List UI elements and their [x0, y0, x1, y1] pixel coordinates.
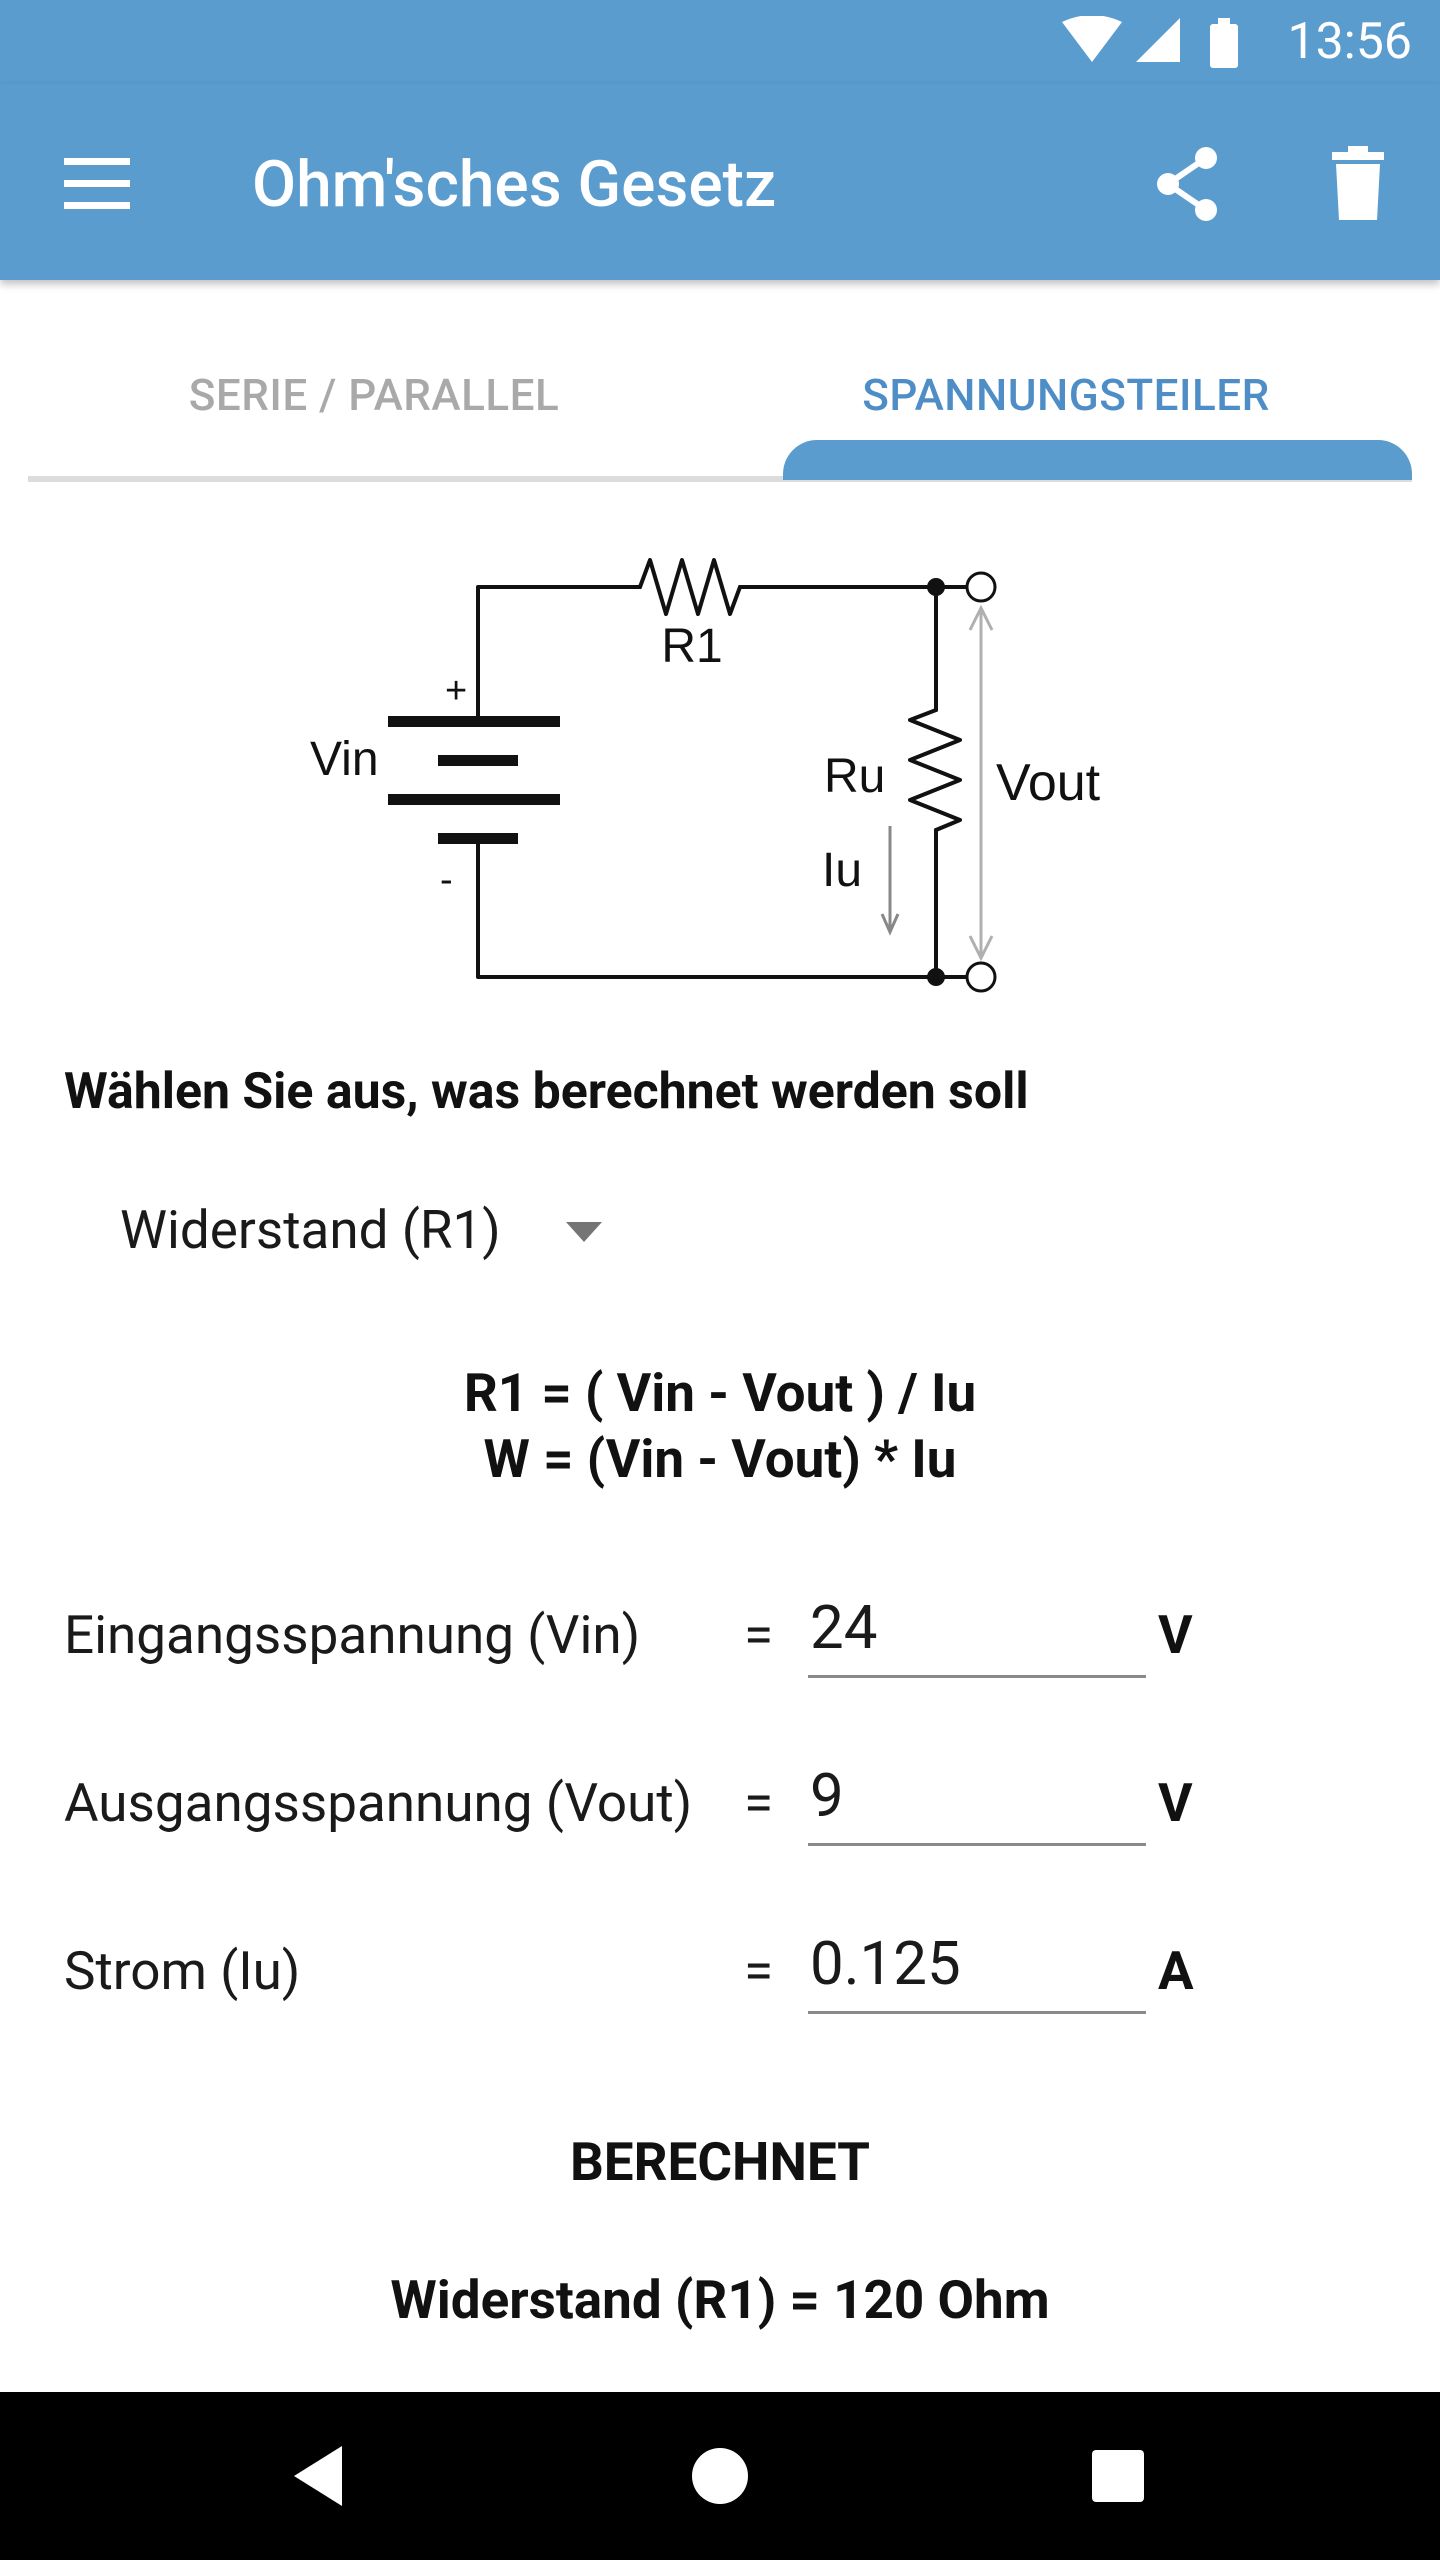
result-text: Widerstand (R1) = 120 Ohm	[390, 2269, 1050, 2331]
app-bar: Ohm'sches Gesetz	[0, 84, 1440, 280]
calculate-button[interactable]: BERECHNET	[569, 2131, 871, 2193]
status-icons	[1062, 16, 1238, 68]
field-row-iu: Strom (Iu) = A	[64, 1916, 1384, 2026]
calculation-select[interactable]: Widerstand (R1)	[120, 1199, 501, 1261]
vout-input[interactable]	[808, 1756, 1146, 1846]
label-iu: Iu	[822, 844, 862, 897]
battery-plate	[388, 716, 560, 727]
formula-w: W = (Vin - Vout) * Iu	[483, 1428, 957, 1490]
terminal-bottom	[965, 961, 997, 993]
tab-bar: SERIE / PARALLEL SPANNUNGSTEILER	[28, 330, 1412, 482]
tab-spannungsteiler[interactable]: SPANNUNGSTEILER	[862, 369, 1270, 421]
menu-icon[interactable]	[52, 144, 142, 224]
trash-icon[interactable]	[1316, 142, 1400, 226]
home-icon[interactable]	[680, 2436, 760, 2516]
field-label: Strom (Iu)	[64, 1940, 301, 2002]
label-ru: Ru	[824, 750, 885, 803]
system-nav-bar	[0, 2392, 1440, 2560]
field-label: Ausgangsspannung (Vout)	[64, 1772, 693, 1834]
back-icon[interactable]	[282, 2436, 362, 2516]
share-icon[interactable]	[1146, 142, 1230, 226]
battery-plate	[438, 755, 518, 766]
junction-dot	[927, 578, 945, 596]
equals-sign: =	[744, 1772, 774, 1834]
wifi-icon	[1062, 16, 1122, 62]
terminal-top	[965, 571, 997, 603]
field-row-vin: Eingangsspannung (Vin) = V	[64, 1580, 1384, 1690]
battery-icon	[1210, 18, 1238, 68]
voltage-divider-circuit: R1 Vin + - Ru Iu Vout	[310, 558, 1101, 993]
label-r1: R1	[661, 620, 722, 673]
formula-r1: R1 = ( Vin - Vout ) / Iu	[463, 1362, 977, 1424]
cell-signal-icon	[1136, 18, 1180, 62]
tab-divider	[28, 476, 1412, 482]
app-title: Ohm'sches Gesetz	[252, 147, 777, 222]
iu-input[interactable]	[808, 1924, 1146, 2014]
recents-icon[interactable]	[1078, 2436, 1158, 2516]
tab-selected-indicator	[783, 440, 1412, 480]
label-plus: +	[445, 670, 467, 712]
battery-plate	[388, 794, 560, 805]
label-minus: -	[440, 859, 453, 901]
unit-label: A	[1158, 1940, 1194, 2002]
unit-label: V	[1158, 1604, 1193, 1666]
status-time: 13:56	[1287, 13, 1412, 71]
unit-label: V	[1158, 1772, 1193, 1834]
tab-serie-parallel[interactable]: SERIE / PARALLEL	[188, 369, 560, 421]
field-row-vout: Ausgangsspannung (Vout) = V	[64, 1748, 1384, 1858]
equals-sign: =	[744, 1604, 774, 1666]
equals-sign: =	[744, 1940, 774, 2002]
battery-plate	[438, 833, 518, 844]
iu-arrow	[880, 826, 900, 936]
vin-input[interactable]	[808, 1588, 1146, 1678]
field-label: Eingangsspannung (Vin)	[64, 1604, 641, 1666]
label-vin: Vin	[310, 733, 379, 786]
dropdown-arrow-icon[interactable]	[562, 1218, 606, 1244]
vout-arrow	[968, 604, 994, 962]
status-bar: 13:56	[0, 0, 1440, 84]
label-vout: Vout	[996, 754, 1101, 812]
calculation-prompt: Wählen Sie aus, was berechnet werden sol…	[64, 1063, 1029, 1121]
junction-dot	[927, 968, 945, 986]
